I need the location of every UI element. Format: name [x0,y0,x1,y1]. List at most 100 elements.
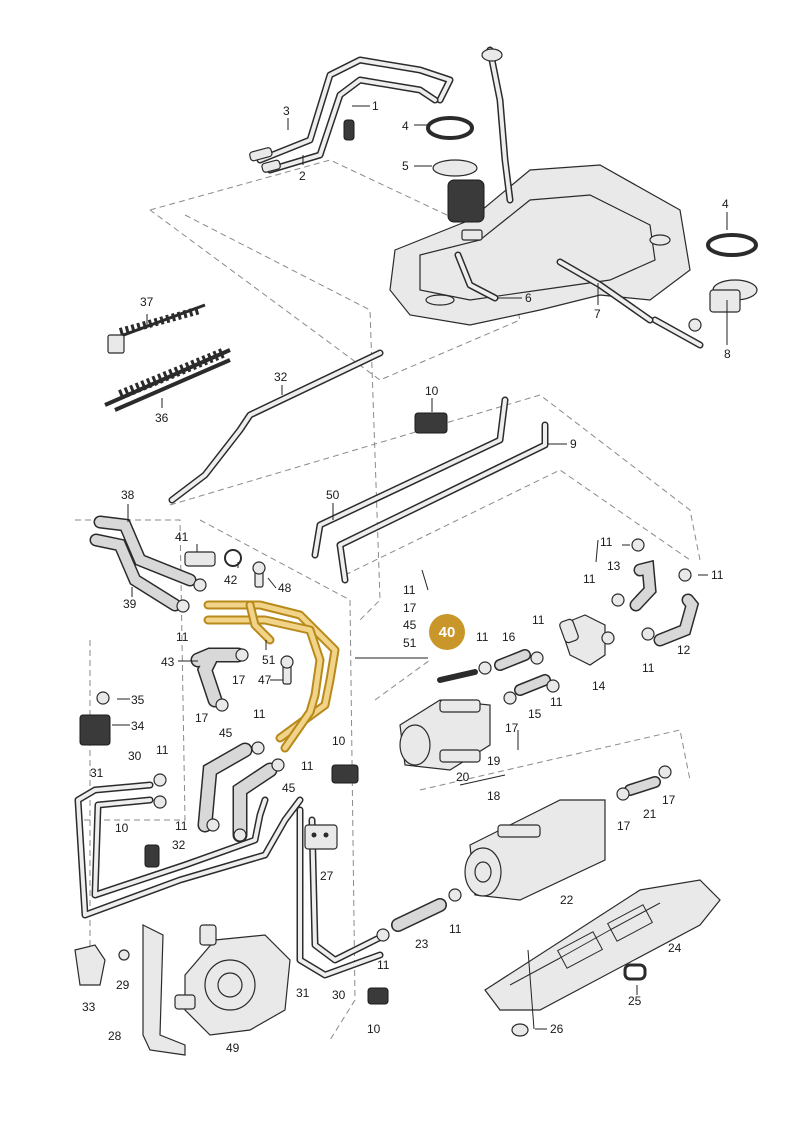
callout-32: 32 [172,838,186,852]
callout-5: 5 [402,159,409,173]
callout-3: 3 [283,104,290,118]
underbody-shield [484,879,721,1037]
right-sender-unit [651,233,758,349]
callout-labels: 1 2 3 4 4 5 6 7 8 9 10 10 10 10 11 11 11… [82,99,731,1055]
callout-28: 28 [108,1029,122,1043]
callout-41: 41 [175,530,189,544]
callout-4: 4 [402,119,409,133]
highlight-list-item: 51 [403,636,417,650]
rubber-hoses [89,515,278,843]
fuel-sender-unit [426,116,485,241]
callout-7: 7 [594,307,601,321]
highlight-list-item: 45 [403,618,417,632]
callout-6: 6 [525,291,532,305]
callout-17: 17 [195,711,209,725]
callout-17: 17 [662,793,676,807]
callout-38: 38 [121,488,135,502]
long-fuel-line [168,349,384,504]
callout-24: 24 [668,941,682,955]
return-line-assembly [311,396,549,584]
tank-lines [454,251,654,324]
callout-36: 36 [155,411,169,425]
callout-13: 13 [607,559,621,573]
callout-49: 49 [226,1041,240,1055]
badge-circle[interactable] [429,614,465,650]
callout-43: 43 [161,655,175,669]
callout-11: 11 [449,922,462,936]
callout-15: 15 [528,707,542,721]
high-pressure-pump [174,924,291,1036]
callout-11: 11 [301,759,314,773]
callout-8: 8 [724,347,731,361]
fuel-pump-19 [399,699,491,771]
callout-1: 1 [372,99,379,113]
callout-29: 29 [116,978,130,992]
callout-17: 17 [505,721,519,735]
callout-39: 39 [123,597,137,611]
callout-32: 32 [274,370,288,384]
callout-25: 25 [628,994,642,1008]
callout-18: 18 [487,789,501,803]
callout-4: 4 [722,197,729,211]
callout-45: 45 [219,726,233,740]
bracket-27 [304,824,338,850]
callout-11: 11 [550,695,563,709]
hose-clamps [153,538,692,942]
callout-20: 20 [456,770,470,784]
callout-34: 34 [131,719,145,733]
callout-22: 22 [560,893,574,907]
leader-lines [112,105,728,1030]
callout-12: 12 [677,643,691,657]
callout-35: 35 [131,693,145,707]
hoses-21-23 [391,776,661,932]
callout-19: 19 [487,754,501,768]
callout-27: 27 [320,869,334,883]
heat-shield [74,924,186,1056]
callout-10: 10 [115,821,129,835]
callout-10: 10 [425,384,439,398]
callout-9: 9 [570,437,577,451]
fuel-tank [389,46,691,326]
callout-31: 31 [90,766,104,780]
callout-17: 17 [617,819,631,833]
right-valve-assembly [437,559,700,696]
callout-11: 11 [156,743,169,757]
callout-10: 10 [367,1022,381,1036]
callout-26: 26 [550,1022,564,1036]
clip-strips [104,303,231,412]
callout-16: 16 [502,630,516,644]
part-40-badge[interactable]: 40 [429,614,465,650]
callout-31: 31 [296,986,310,1000]
callout-30: 30 [128,749,142,763]
top-fuel-lines [249,56,454,174]
callout-14: 14 [592,679,606,693]
callout-23: 23 [415,937,429,951]
callout-17: 17 [232,673,246,687]
fuel-filter [464,799,606,901]
callout-51: 51 [262,653,276,667]
callout-11: 11 [600,535,613,549]
callout-2: 2 [299,169,306,183]
callout-11: 11 [176,630,189,644]
callout-33: 33 [82,1000,96,1014]
callout-11: 11 [711,568,724,582]
callout-42: 42 [224,573,238,587]
small-fittings [79,549,294,746]
callout-10: 10 [332,734,346,748]
callout-11: 11 [583,572,596,586]
lower-pipe-run [74,764,389,1005]
highlighted-pipe-assembly [203,600,340,753]
callout-11: 11 [476,630,489,644]
callout-21: 21 [643,807,657,821]
callout-37: 37 [140,295,154,309]
callout-11: 11 [377,958,390,972]
callout-11: 11 [175,819,188,833]
highlight-list-item: 17 [403,601,417,615]
callout-50: 50 [326,488,340,502]
callout-30: 30 [332,988,346,1002]
callout-47: 47 [258,673,272,687]
highlight-list-item: 11 [403,583,416,597]
callout-11: 11 [642,661,655,675]
callout-45: 45 [282,781,296,795]
